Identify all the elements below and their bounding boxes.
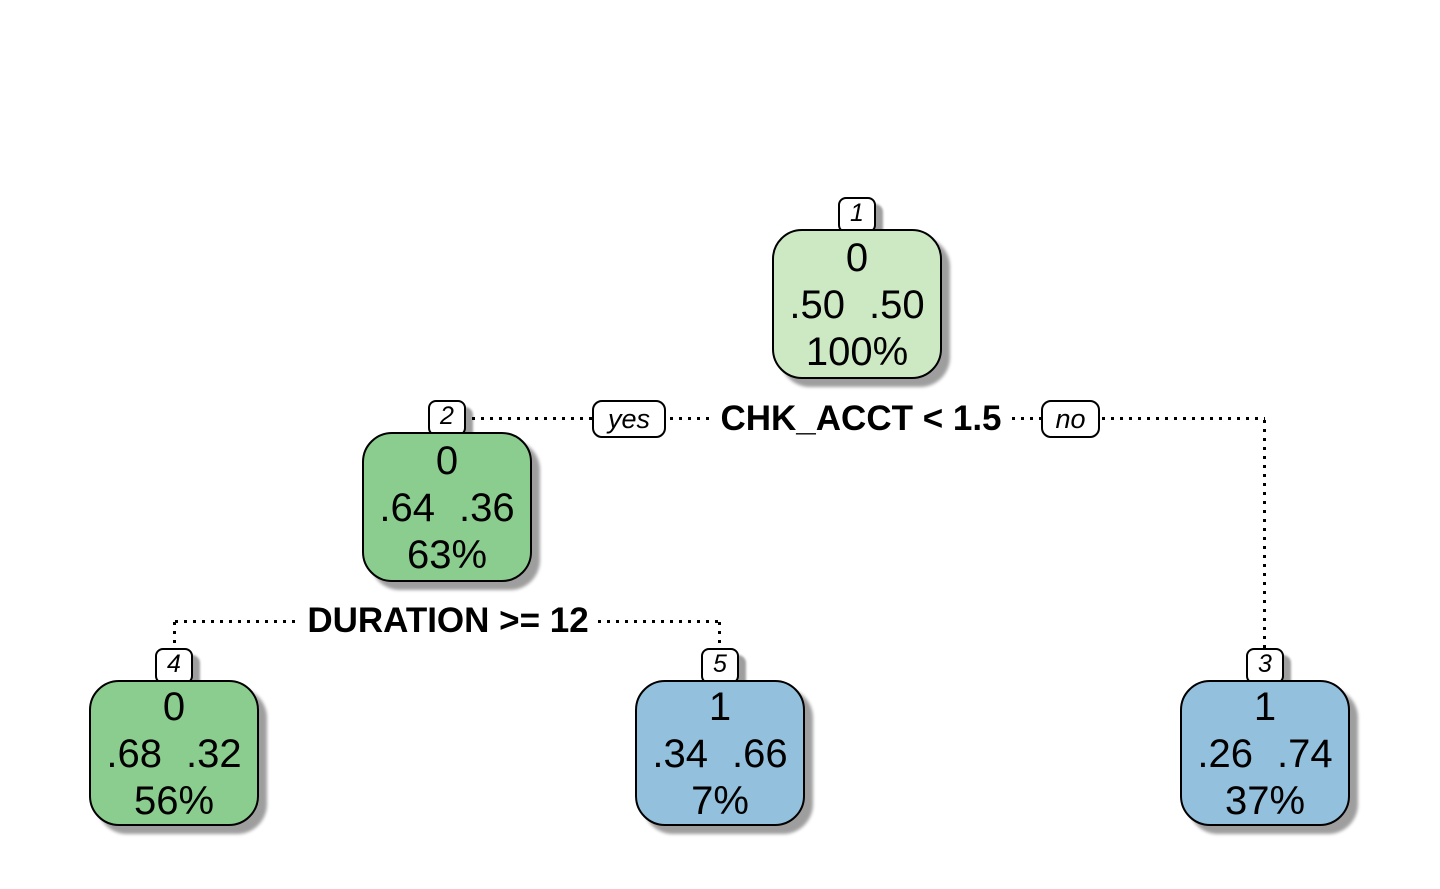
node-4-prob-1: .32 [186, 731, 242, 776]
split-condition-chk-acct: CHK_ACCT < 1.5 [712, 398, 1010, 440]
tree-node-5: 1 .34 .66 7% [635, 680, 805, 826]
node-number-5: 5 [713, 650, 727, 678]
split-condition-duration: DURATION >= 12 [299, 600, 597, 642]
node-5-class-label: 1 [708, 684, 732, 729]
node-3-prob-1: .74 [1277, 731, 1333, 776]
node-3-probabilities: .26 .74 [1197, 731, 1332, 778]
node-3-coverage: 37% [1224, 778, 1306, 823]
node-number-badge-5: 5 [701, 648, 739, 684]
node-3-class-label: 1 [1253, 684, 1277, 729]
node-3-prob-0: .26 [1197, 731, 1253, 776]
branch-line-split2-vertical-no [718, 622, 721, 649]
branch-label-no: no [1041, 400, 1100, 438]
node-1-prob-1: .50 [869, 282, 925, 327]
split-condition-chk-acct-text: CHK_ACCT < 1.5 [720, 399, 1002, 438]
node-1-probabilities: .50 .50 [789, 282, 924, 329]
tree-node-1: 0 .50 .50 100% [772, 229, 942, 379]
node-4-class-label: 0 [162, 684, 186, 729]
node-1-coverage: 100% [805, 329, 909, 374]
split-condition-duration-text: DURATION >= 12 [307, 601, 589, 640]
branch-label-yes-text: yes [607, 403, 651, 434]
node-number-badge-1: 1 [838, 197, 876, 233]
node-5-coverage: 7% [691, 778, 749, 823]
branch-line-split1-vertical-no [1263, 420, 1266, 649]
node-2-prob-1: .36 [459, 485, 515, 530]
branch-label-yes: yes [592, 400, 666, 438]
node-1-prob-0: .50 [789, 282, 845, 327]
node-number-2: 2 [440, 402, 454, 430]
tree-node-3: 1 .26 .74 37% [1180, 680, 1350, 826]
node-number-3: 3 [1258, 650, 1272, 678]
node-5-prob-0: .34 [652, 731, 708, 776]
node-2-prob-0: .64 [379, 485, 435, 530]
branch-label-no-text: no [1055, 403, 1086, 434]
node-number-1: 1 [850, 199, 864, 227]
node-number-badge-3: 3 [1246, 648, 1284, 684]
node-2-coverage: 63% [406, 532, 488, 577]
tree-node-2: 0 .64 .36 63% [362, 432, 532, 582]
branch-line-split2-vertical-yes [173, 622, 176, 649]
node-4-prob-0: .68 [106, 731, 162, 776]
node-number-4: 4 [167, 650, 181, 678]
node-4-probabilities: .68 .32 [106, 731, 241, 778]
node-number-badge-2: 2 [428, 400, 466, 436]
node-2-class-label: 0 [435, 438, 459, 483]
node-5-prob-1: .66 [732, 731, 788, 776]
node-1-class-label: 0 [845, 235, 869, 280]
node-number-badge-4: 4 [155, 648, 193, 684]
tree-node-4: 0 .68 .32 56% [89, 680, 259, 826]
node-2-probabilities: .64 .36 [379, 485, 514, 532]
node-5-probabilities: .34 .66 [652, 731, 787, 778]
node-4-coverage: 56% [133, 778, 215, 823]
